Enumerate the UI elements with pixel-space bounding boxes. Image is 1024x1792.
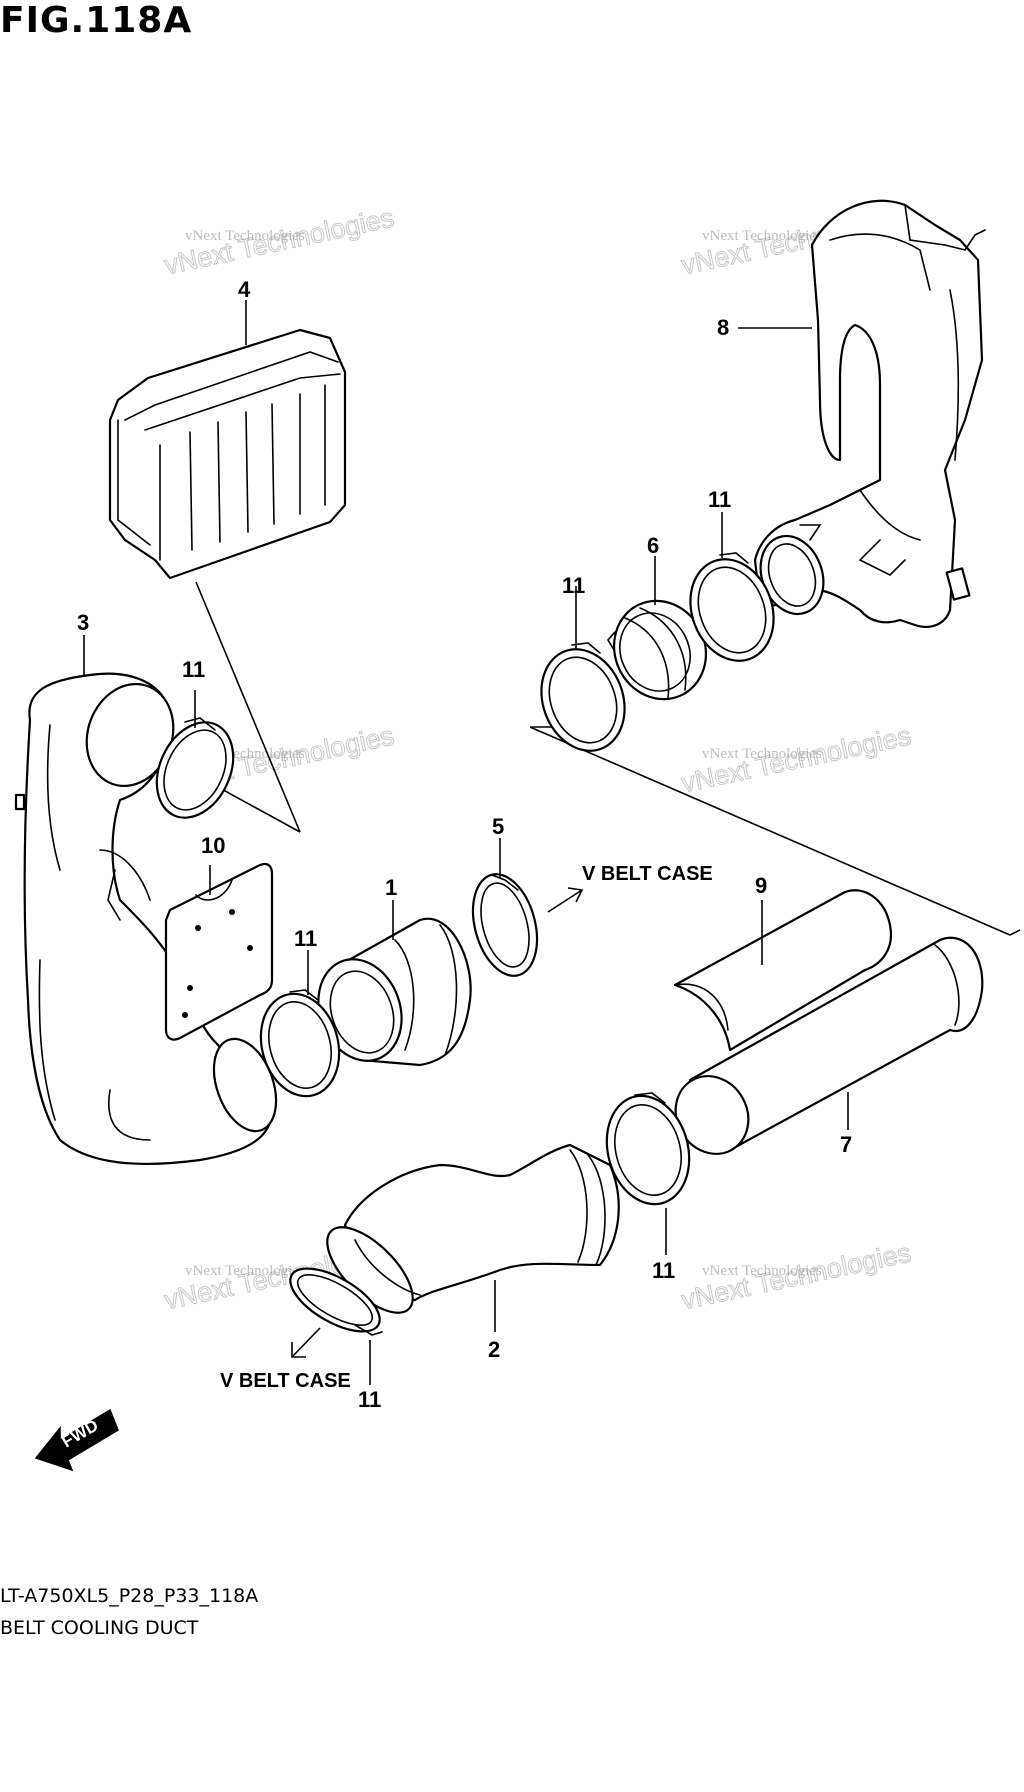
clamp <box>605 1092 691 1206</box>
footer: LT-A750XL5_P28_P33_118A BELT COOLING DUC… <box>0 1580 258 1644</box>
part-2-lower-duct <box>326 1143 620 1314</box>
part-9-half-shell <box>673 889 893 1052</box>
clamp-group <box>155 552 775 1336</box>
callout-11e: 11 <box>652 1258 675 1283</box>
leader-lines <box>83 300 849 1385</box>
callout-11d: 11 <box>294 926 317 951</box>
watermark-line1: vNext Technologies <box>702 746 822 762</box>
v-belt-case-note-top: V BELT CASE <box>582 863 713 885</box>
diagram-name: BELT COOLING DUCT <box>0 1617 199 1639</box>
callout-10: 10 <box>201 833 225 858</box>
part-4-cover <box>108 328 347 580</box>
callout-9: 9 <box>755 873 767 898</box>
watermark-line1: vNext Technologies <box>702 1263 822 1279</box>
callout-11f: 11 <box>358 1387 381 1412</box>
watermark: vNext Technologies vNext Technologies <box>161 202 397 281</box>
watermark: vNext Technologies vNext Technologies <box>678 720 914 799</box>
clamp <box>155 717 235 819</box>
v-belt-case-note-bottom: V BELT CASE <box>220 1370 351 1392</box>
watermark-line1: vNext Technologies <box>185 1263 305 1279</box>
callout-11c: 11 <box>708 487 731 512</box>
watermark-line1: vNext Technologies <box>185 228 305 244</box>
callout-5: 5 <box>492 814 504 839</box>
part-8-upper-duct <box>753 199 986 628</box>
clamp <box>259 989 341 1098</box>
callout-11b: 11 <box>562 573 585 598</box>
watermark-line1: vNext Technologies <box>702 228 822 244</box>
figure-title: FIG.118A <box>0 0 193 41</box>
arrow-up-right-icon <box>547 887 584 913</box>
arrow-down-left-icon <box>291 1327 321 1358</box>
part-5-ring <box>471 873 539 977</box>
callouts: 1 2 3 4 5 6 7 8 9 10 11 11 11 11 11 11 <box>77 277 852 1412</box>
callout-2: 2 <box>488 1337 500 1362</box>
callout-11a: 11 <box>182 657 205 682</box>
part-1-coupler <box>317 917 472 1067</box>
clamp <box>289 1267 383 1336</box>
callout-4: 4 <box>238 277 251 302</box>
diagram-code: LT-A750XL5_P28_P33_118A <box>0 1585 259 1607</box>
callout-7: 7 <box>840 1132 852 1157</box>
clamp <box>540 642 626 752</box>
part-3-main-duct <box>14 672 278 1166</box>
callout-6: 6 <box>647 533 659 558</box>
callout-8: 8 <box>717 315 729 340</box>
part-7-tube <box>674 936 984 1155</box>
callout-1: 1 <box>385 875 397 900</box>
fwd-arrow-icon: FWD <box>34 1408 119 1472</box>
callout-3: 3 <box>77 610 89 635</box>
clamp <box>689 552 775 662</box>
part-10-plate <box>164 862 274 1041</box>
watermark: vNext Technologies vNext Technologies <box>678 1237 914 1316</box>
